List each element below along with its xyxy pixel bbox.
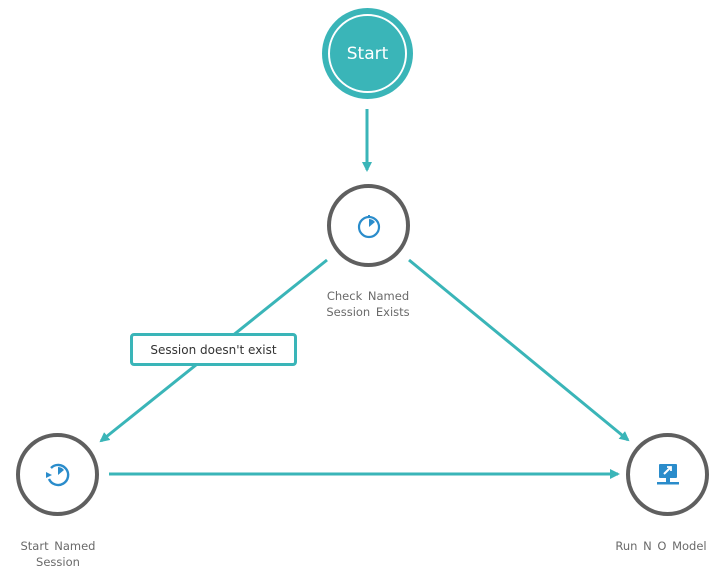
edge-label-text: Session doesn't exist xyxy=(150,342,277,357)
timer-icon xyxy=(355,212,383,240)
start-node[interactable]: Start xyxy=(322,8,413,99)
check-named-session-label-line1: Check Named xyxy=(326,289,410,303)
start-named-session-label-line1: Start Named xyxy=(20,539,96,553)
start-node-label: Start xyxy=(346,43,389,64)
check-named-session-label: Check Named Session Exists xyxy=(298,288,438,320)
start-node-ring xyxy=(328,14,407,93)
start-named-session-label-line2: Session xyxy=(36,555,80,569)
edge-check-to-run-model[interactable] xyxy=(408,258,630,442)
run-no-model-label-text: Run N O Model xyxy=(615,539,707,553)
check-named-session-label-line2: Session Exists xyxy=(326,305,410,319)
start-named-session-node[interactable] xyxy=(16,433,99,516)
edge-label-session-doesnt-exist[interactable]: Session doesn't exist xyxy=(130,333,297,366)
monitor-run-icon xyxy=(654,461,682,489)
check-named-session-node[interactable] xyxy=(327,184,410,267)
run-no-model-label: Run N O Model xyxy=(596,538,726,554)
timer-play-icon xyxy=(43,460,73,490)
run-no-model-node[interactable] xyxy=(626,433,709,516)
start-named-session-label: Start Named Session xyxy=(0,538,128,570)
